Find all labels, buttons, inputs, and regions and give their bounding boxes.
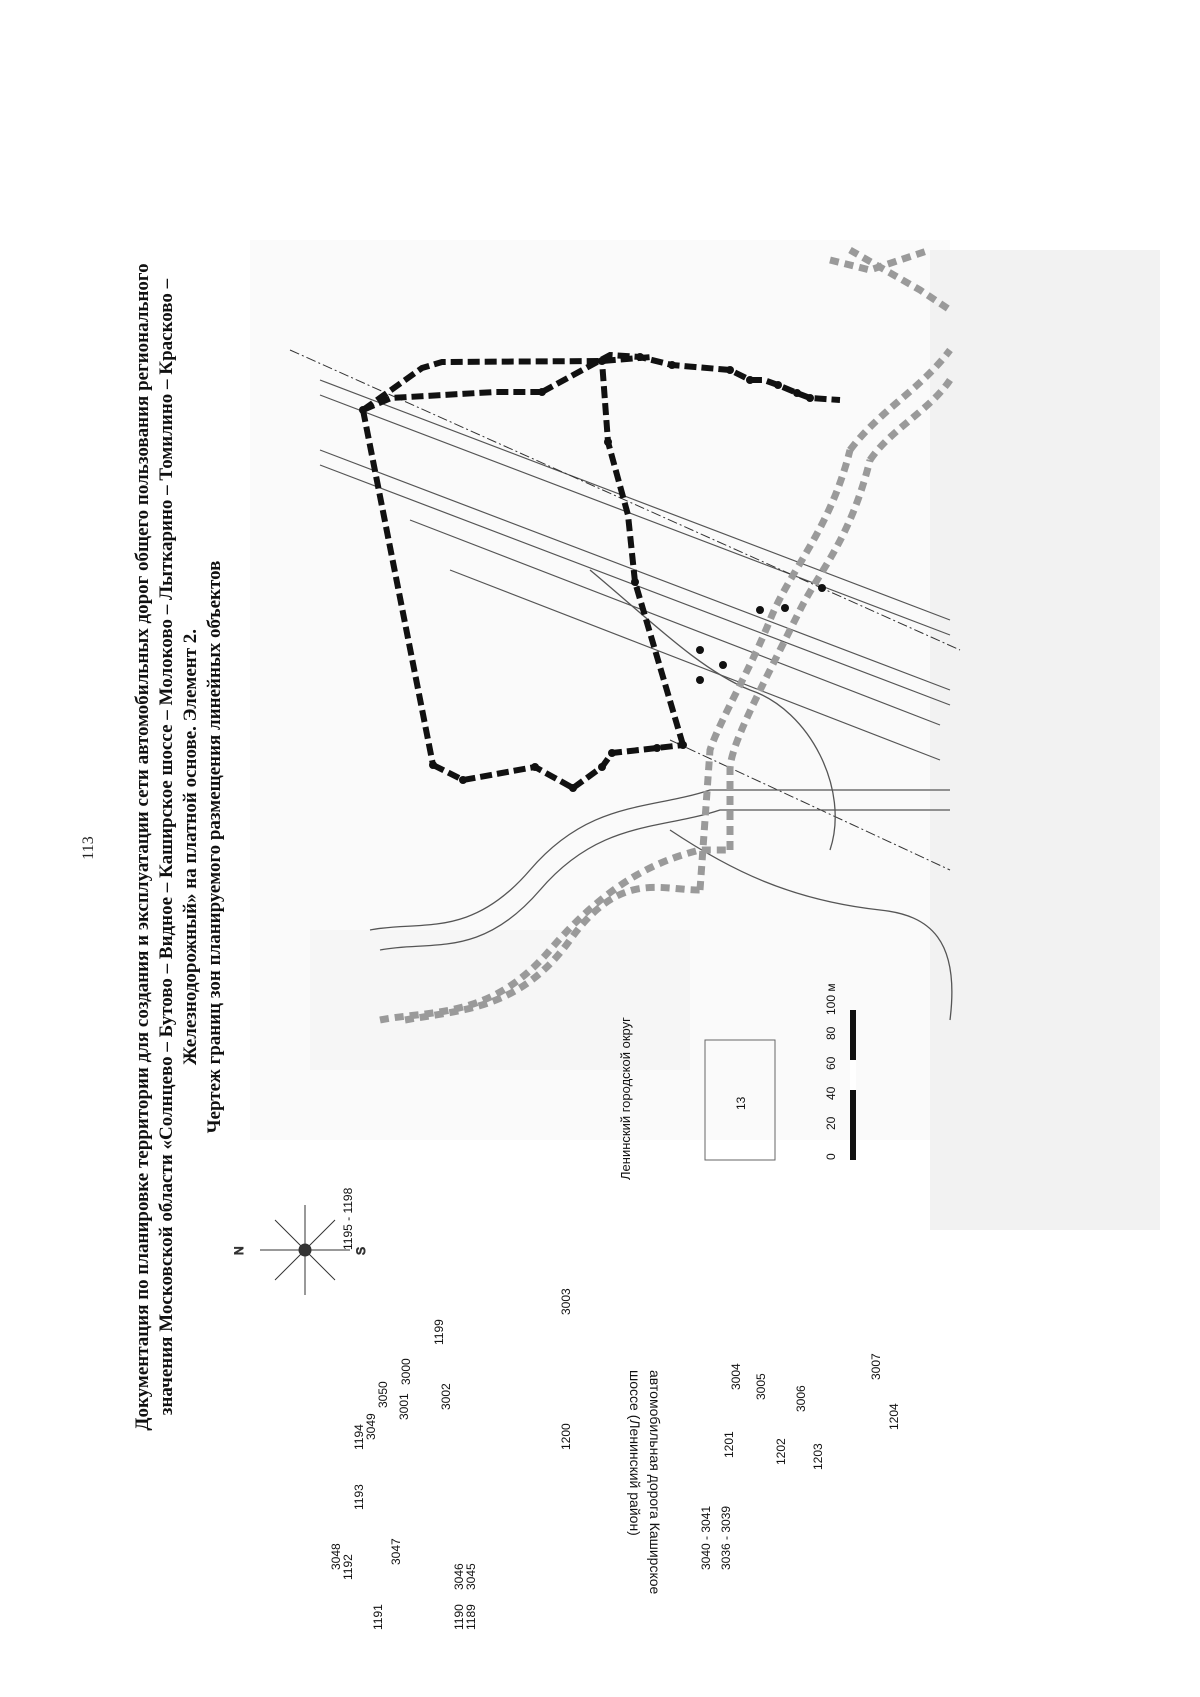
label-p3003: 3003 bbox=[559, 1288, 573, 1315]
block-number-box: 13 bbox=[704, 1039, 776, 1161]
map-svg: 1195 - 1198 1194 3049 3050 3000 1199 300… bbox=[232, 240, 1160, 1630]
label-p3045: 3045 bbox=[464, 1563, 478, 1590]
road-label-line1: автомобильная дорога Каширское bbox=[647, 1370, 663, 1595]
label-p1201: 1201 bbox=[722, 1431, 736, 1458]
label-p1190: 1190 bbox=[452, 1604, 466, 1630]
label-p3004: 3004 bbox=[729, 1363, 743, 1390]
label-p1199: 1199 bbox=[432, 1319, 446, 1345]
label-p3002: 3002 bbox=[439, 1383, 453, 1410]
label-p3046: 3046 bbox=[452, 1563, 466, 1590]
label-p1204: 1204 bbox=[887, 1403, 901, 1430]
scale-bar: 0 20 40 60 80 100 м bbox=[824, 983, 856, 1160]
page-number: 113 bbox=[80, 836, 97, 860]
label-p3047: 3047 bbox=[389, 1538, 403, 1565]
road-label: автомобильная дорога Каширское шоссе (Ле… bbox=[627, 1370, 663, 1595]
block-number: 13 bbox=[734, 1096, 748, 1110]
label-p1195: 1195 - 1198 bbox=[341, 1187, 355, 1250]
compass-north: N bbox=[232, 1246, 246, 1255]
label-p1192: 1192 bbox=[341, 1554, 355, 1580]
label-p3007: 3007 bbox=[869, 1353, 883, 1380]
scale-tick-60: 60 bbox=[824, 1056, 838, 1070]
label-p1202: 1202 bbox=[774, 1438, 788, 1465]
title-line-1: Документация по планировке территории дл… bbox=[132, 263, 153, 1431]
scale-tick-100: 100 м bbox=[824, 983, 838, 1015]
scale-tick-0: 0 bbox=[824, 1153, 838, 1160]
label-p3050: 3050 bbox=[376, 1381, 390, 1408]
label-p3000: 3000 bbox=[399, 1358, 413, 1385]
compass-rose-icon: N S bbox=[232, 1205, 369, 1295]
label-p3005: 3005 bbox=[754, 1373, 768, 1400]
background-texture bbox=[250, 240, 1160, 1230]
label-p3001: 3001 bbox=[397, 1393, 411, 1420]
district-label: Ленинский городской округ bbox=[618, 1017, 633, 1180]
label-p3006: 3006 bbox=[794, 1385, 808, 1412]
label-p3048: 3048 bbox=[329, 1543, 343, 1570]
map-drawing: 1195 - 1198 1194 3049 3050 3000 1199 300… bbox=[230, 150, 1180, 1640]
existing-boundary bbox=[379, 246, 953, 1024]
label-p3040: 3040 - 3041 bbox=[699, 1506, 713, 1570]
boundary-points bbox=[359, 353, 826, 792]
boundary-point-labels: 1195 - 1198 1194 3049 3050 3000 1199 300… bbox=[329, 1187, 901, 1630]
label-p1200: 1200 bbox=[559, 1423, 573, 1450]
compass-south: S bbox=[354, 1247, 368, 1255]
label-p1194: 1194 bbox=[352, 1424, 366, 1450]
title-line-2: значения Московской области «Солнцево – … bbox=[156, 278, 177, 1416]
label-p1203: 1203 bbox=[811, 1443, 825, 1470]
scale-tick-20: 20 bbox=[824, 1116, 838, 1130]
road-label-line2: шоссе (Ленинский район) bbox=[627, 1370, 643, 1536]
label-p1189: 1189 bbox=[464, 1604, 478, 1630]
title-line-4: Чертеж границ зон планируемого размещени… bbox=[204, 560, 225, 1134]
secondary-road bbox=[369, 569, 953, 1021]
label-p1191: 1191 bbox=[371, 1604, 385, 1630]
scale-tick-80: 80 bbox=[824, 1026, 838, 1040]
label-p3036: 3036 - 3039 bbox=[719, 1506, 733, 1570]
document-title: Документация по планировке территории дл… bbox=[120, 0, 240, 1697]
label-p1193: 1193 bbox=[352, 1484, 366, 1510]
title-line-3: Железнодорожный» на платной основе. Элем… bbox=[180, 628, 201, 1066]
label-p3049: 3049 bbox=[364, 1413, 378, 1440]
scale-tick-40: 40 bbox=[824, 1086, 838, 1100]
